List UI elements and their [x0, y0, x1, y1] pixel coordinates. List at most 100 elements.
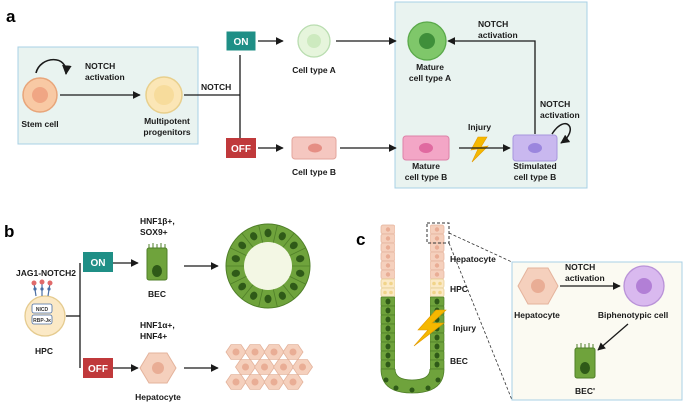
- inset-to-bec-arrow: [597, 323, 629, 351]
- notch-activation-top-2: activation: [478, 30, 518, 40]
- panel-label-b: b: [4, 222, 14, 241]
- canal-hep-nucleus: [434, 272, 440, 277]
- plate-nucleus: [232, 378, 240, 386]
- canal-bec-nucleus: [434, 298, 440, 305]
- bec-prime-label: BEC': [575, 386, 595, 396]
- canal-bec-nucleus: [385, 316, 391, 323]
- duct-nucleus: [264, 228, 272, 238]
- canal-hpc-nucleus: [383, 281, 387, 286]
- notch-activation-right-2: activation: [540, 110, 580, 120]
- canal-hep-nucleus: [385, 227, 391, 232]
- mature-a-label-1: Mature: [416, 62, 444, 72]
- plate-nucleus: [251, 378, 259, 386]
- canal-hep-nucleus: [434, 245, 440, 250]
- canal-hep-nucleus: [434, 263, 440, 268]
- stimulated-cell-type-b: [512, 134, 558, 162]
- hepatocyte-cell: [139, 352, 177, 384]
- duct-cell-border: [272, 289, 278, 308]
- canal-hep-nucleus: [385, 236, 391, 241]
- on-tag-a: ON: [225, 30, 257, 52]
- zoom-line-bottom: [448, 242, 513, 401]
- plate-nucleus: [261, 363, 268, 371]
- stimulated-b-label-1: Stimulated: [513, 161, 556, 171]
- canal-bec-nucleus: [434, 334, 440, 341]
- duct-nucleus: [238, 241, 247, 250]
- canal-hpc-nucleus: [383, 290, 387, 295]
- canal-bottom-nucleus: [425, 385, 431, 391]
- nicd-label: NICD: [36, 307, 49, 313]
- canal-bec-nucleus: [385, 334, 391, 341]
- hpc-cell: [24, 295, 66, 337]
- hep-markers-2: HNF4+: [140, 331, 167, 341]
- cell-type-b: [291, 136, 337, 160]
- notch-activation-top-1: NOTCH: [478, 19, 508, 29]
- canal-hpc-nucleus: [432, 281, 436, 286]
- bec-markers-2: SOX9+: [140, 227, 168, 237]
- bec-prime-cell: [574, 343, 596, 379]
- bile-duct-ring: [225, 223, 311, 309]
- injury-label-a: Injury: [468, 122, 491, 132]
- mature-cell-type-a: [407, 21, 447, 61]
- canal-hpc-nucleus: [389, 290, 393, 295]
- duct-cell-border: [241, 232, 254, 248]
- mature-b-label-1: Mature: [412, 161, 440, 171]
- hepatocyte-label-c: Hepatocyte: [450, 254, 496, 264]
- stem-cell-label: Stem cell: [21, 119, 58, 129]
- canal-hep-nucleus: [434, 254, 440, 259]
- biphenotypic-label: Biphenotypic cell: [598, 310, 668, 320]
- plate-nucleus: [242, 363, 249, 371]
- canal-bec-nucleus: [385, 307, 391, 314]
- canal-bec-nucleus: [434, 361, 440, 368]
- inset-notch-2: activation: [565, 273, 605, 283]
- bec-markers-1: HNF1β+,: [140, 216, 175, 226]
- duct-nucleus: [264, 294, 272, 304]
- panel-label-a: a: [6, 7, 16, 26]
- plate-nucleus: [270, 378, 278, 386]
- plate-nucleus: [299, 363, 306, 371]
- canal-hep-nucleus: [434, 236, 440, 241]
- plate-nucleus: [232, 348, 240, 356]
- duct-nucleus: [250, 232, 258, 241]
- canal-hpc: [380, 287, 396, 298]
- canal-bottom-nucleus: [383, 377, 389, 383]
- on-tag-b: ON: [83, 252, 113, 272]
- canal-lumen: [395, 225, 430, 369]
- duct-nucleus: [289, 282, 298, 291]
- duct-nucleus: [296, 255, 305, 263]
- canal-hpc-nucleus: [438, 290, 442, 295]
- canal-hpc: [429, 278, 445, 289]
- cell-type-a: [297, 24, 331, 58]
- canal-hpc: [429, 287, 445, 298]
- plate-nucleus: [289, 348, 297, 356]
- duct-nucleus: [238, 282, 247, 291]
- canal-bottom-nucleus: [409, 387, 415, 393]
- hepatocyte-label-b: Hepatocyte: [135, 392, 181, 402]
- injury-bolt-icon: [470, 136, 489, 163]
- duct-nucleus: [231, 269, 240, 277]
- mature-b-label-2: cell type B: [405, 172, 448, 182]
- duct-cell-border: [258, 224, 264, 243]
- duct-cell-border: [282, 232, 295, 248]
- canal-hep-nucleus: [385, 245, 391, 250]
- cell-type-b-label: Cell type B: [292, 167, 336, 177]
- bec-label-c: BEC: [450, 356, 468, 366]
- injury-bolt-icon-c: [413, 309, 447, 347]
- injury-label-c: Injury: [453, 323, 476, 333]
- canal-hpc-nucleus: [432, 290, 436, 295]
- dedifferentiation-arrow: [447, 37, 536, 134]
- plate-nucleus: [251, 348, 259, 356]
- canal-hep-nucleus: [385, 254, 391, 259]
- canal-hep-nucleus: [434, 227, 440, 232]
- duct-nucleus: [278, 291, 286, 300]
- canal-bec-nucleus: [385, 352, 391, 359]
- svg-text:ON: ON: [91, 258, 106, 269]
- inset-hepatocyte: [517, 267, 559, 305]
- hpc-label-b: HPC: [35, 346, 53, 356]
- zoom-line-top: [448, 232, 513, 263]
- notch-activation-loop-label-1: NOTCH: [85, 61, 115, 71]
- svg-text:OFF: OFF: [231, 144, 251, 155]
- canal-hpc-nucleus: [389, 281, 393, 286]
- canal-hep-nucleus: [385, 272, 391, 277]
- self-renewal-arrow: [35, 58, 72, 75]
